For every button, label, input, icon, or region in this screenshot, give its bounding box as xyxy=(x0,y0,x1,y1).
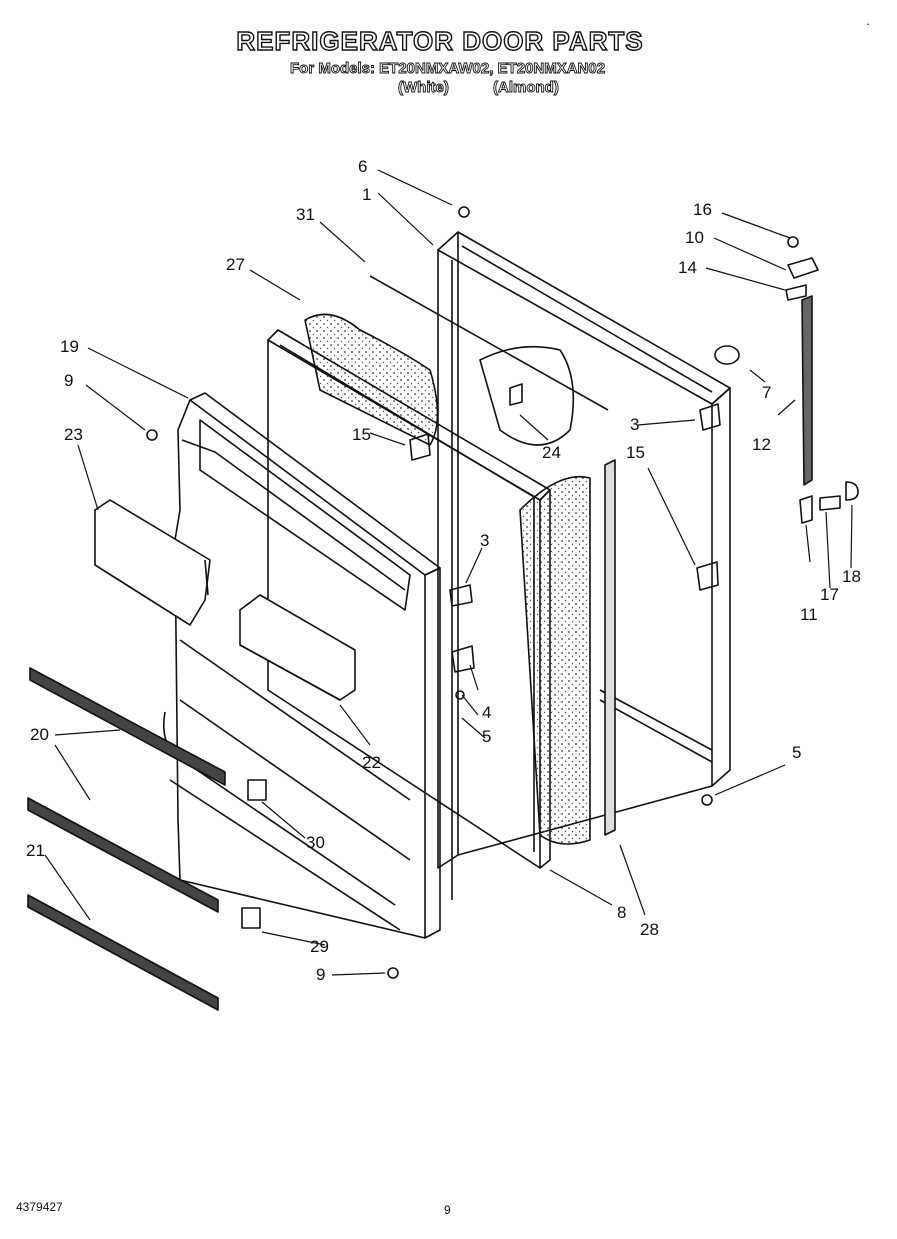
callout-7: 7 xyxy=(762,383,771,402)
callout-29: 29 xyxy=(310,937,329,956)
callout-5-left: 5 xyxy=(482,727,491,746)
callout-4: 4 xyxy=(482,703,491,722)
bin-22 xyxy=(239,594,356,701)
callout-15-right: 15 xyxy=(626,443,645,462)
model-variants: (White) (Almond) xyxy=(398,79,599,97)
hinge-bracket-12 xyxy=(801,295,813,486)
latch-24 xyxy=(509,383,523,406)
screw-5-right xyxy=(701,794,713,806)
callout-labels: 6 1 31 27 19 9 23 15 24 16 10 14 7 3 12 … xyxy=(26,157,861,984)
screw-6 xyxy=(458,206,470,218)
callout-22: 22 xyxy=(362,753,381,772)
callout-3-right: 3 xyxy=(630,415,639,434)
callout-12: 12 xyxy=(752,435,771,454)
clip-29 xyxy=(241,907,261,929)
bin-23 xyxy=(94,499,211,626)
clip-30 xyxy=(247,779,267,801)
callout-24: 24 xyxy=(542,443,561,462)
leader-lines xyxy=(44,169,853,976)
screw-31-bar xyxy=(369,275,609,411)
cap-7 xyxy=(714,345,740,365)
page-number: 9 xyxy=(444,1203,451,1217)
callout-15-left: 15 xyxy=(352,425,371,444)
door-insulation xyxy=(304,313,591,845)
trim-strip-20b xyxy=(27,797,219,913)
variant-white: (White) xyxy=(398,79,450,97)
shim-14 xyxy=(785,284,807,301)
stop-3 xyxy=(699,403,721,431)
callout-31: 31 xyxy=(296,205,315,224)
spring-17 xyxy=(819,495,841,511)
page-title: REFRIGERATOR DOOR PARTS xyxy=(236,25,644,56)
corner-mark: · xyxy=(866,16,871,31)
callout-16: 16 xyxy=(693,200,712,219)
callout-1: 1 xyxy=(362,185,371,204)
models-line: For Models: ET20NMXAW02, ET20NMXAN02 xyxy=(290,60,606,78)
callout-9-top: 9 xyxy=(64,371,73,390)
screw-9-bottom xyxy=(387,967,399,979)
callout-3-left: 3 xyxy=(480,531,489,550)
callout-9-bottom: 9 xyxy=(316,965,325,984)
stop-15-lower xyxy=(696,561,719,591)
callout-8: 8 xyxy=(617,903,626,922)
screw-9-top xyxy=(146,429,158,441)
callout-20: 20 xyxy=(30,725,49,744)
stop-15-upper xyxy=(409,433,431,461)
document-number: 4379427 xyxy=(16,1200,63,1214)
handle-end-18 xyxy=(845,481,859,501)
callout-6: 6 xyxy=(358,157,367,176)
callout-28: 28 xyxy=(640,920,659,939)
callout-10: 10 xyxy=(685,228,704,247)
callout-27: 27 xyxy=(226,255,245,274)
screw-5-left xyxy=(455,690,465,700)
hinge-pin-4 xyxy=(451,645,475,673)
door-gasket xyxy=(267,329,551,869)
callout-17: 17 xyxy=(820,585,839,604)
screw-16 xyxy=(787,236,799,248)
callout-23: 23 xyxy=(64,425,83,444)
callout-21: 21 xyxy=(26,841,45,860)
callout-18: 18 xyxy=(842,567,861,586)
hinge-10 xyxy=(787,257,819,279)
variant-almond: (Almond) xyxy=(493,79,560,97)
bracket-11 xyxy=(799,495,813,524)
callout-11: 11 xyxy=(800,605,818,624)
callout-14: 14 xyxy=(678,258,697,277)
trim-strip-21 xyxy=(27,894,219,1011)
stop-3-lower xyxy=(449,584,473,607)
callout-30: 30 xyxy=(306,833,325,852)
gasket-strip-28 xyxy=(604,459,616,836)
trim-strip-20a xyxy=(29,667,226,786)
callout-19: 19 xyxy=(60,337,79,356)
callout-5-right: 5 xyxy=(792,743,801,762)
